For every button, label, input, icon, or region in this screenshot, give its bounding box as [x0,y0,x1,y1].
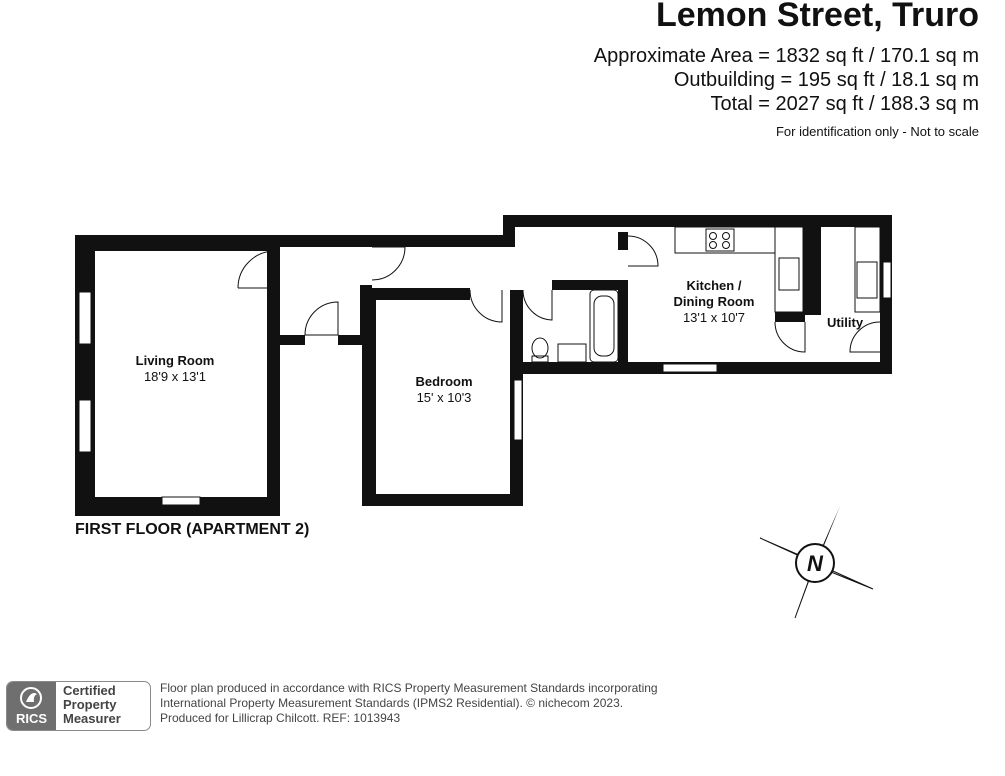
rics-logo-text: RICS [15,711,48,726]
wall [362,288,376,506]
footer-line: Produced for Lillicrap Chilcott. REF: 10… [160,711,401,725]
footer-line: Floor plan produced in accordance with R… [160,681,658,695]
kitchen-counter [674,226,776,254]
window [78,291,92,345]
approximate-area: Approximate Area = 1832 sq ft / 170.1 sq… [593,45,979,67]
wall [75,497,280,516]
kitchen-sink [778,257,800,291]
hob [705,228,735,252]
wall [362,494,523,506]
wall [75,452,95,500]
fixtures [531,226,881,363]
window [161,496,201,506]
windows [78,261,892,506]
wall [618,232,628,250]
hob-ring [709,241,717,249]
room-labels: Living Room 18'9 x 13'1 Bedroom 15' x 10… [136,278,864,405]
wall [75,344,95,400]
door-swing [522,289,553,321]
wall [552,280,628,290]
window [882,261,892,299]
living-room-name: Living Room [136,353,215,368]
floor-label: FIRST FLOOR (APARTMENT 2) [75,521,310,538]
kitchen-size: 13'1 x 10'7 [683,310,745,325]
wall [75,235,280,251]
bay-projections [75,251,95,500]
wash-basin [557,343,587,363]
toilet-cistern [531,355,549,363]
area-summary: Approximate Area = 1832 sq ft / 170.1 sq… [594,44,979,116]
total-area: Total = 2027 sq ft / 188.3 sq m [710,93,980,115]
wall [618,362,892,374]
door-swing [371,246,406,281]
compass-north-label: N [807,551,824,576]
door-swing [237,250,276,289]
rics-logo: RICS [7,682,56,730]
utility-counter [854,226,881,313]
rics-crest-icon [20,687,42,709]
wall [362,288,470,300]
wall [267,235,280,516]
compass-dial [795,543,835,583]
footer-line: International Property Measurement Stand… [160,696,624,710]
wall [618,280,628,374]
wall [275,235,512,247]
kitchen-name-line1: Kitchen / [687,278,742,293]
wall [75,251,95,292]
doors [237,235,881,353]
wall [503,215,892,227]
door-swing [627,235,659,267]
door-swing [849,321,881,353]
hob-ring [722,241,730,249]
wall [803,215,821,315]
scale-disclaimer: For identification only - Not to scale [775,124,979,139]
bedroom-size: 15' x 10'3 [417,390,472,405]
rics-line: Measurer [63,711,121,726]
bedroom-name: Bedroom [415,374,472,389]
hob-ring [709,232,717,240]
door-swing [469,289,503,323]
kitchen-name-line2: Dining Room [674,294,755,309]
rics-line: Certified [63,683,116,698]
rics-badge: RICS Certified Property Measurer [6,681,151,731]
rics-line: Property [63,697,117,712]
bathtub-basin [593,295,615,357]
wall [338,335,368,345]
kitchen-counter [774,226,804,313]
window [662,363,718,373]
bathtub [589,289,619,363]
window [513,379,523,441]
rics-certification: Certified Property Measurer [63,684,121,726]
hob-ring [722,232,730,240]
toilet [531,337,549,359]
property-title: Lemon Street, Truro [655,0,979,34]
door-swing [304,301,339,336]
outbuilding-area: Outbuilding = 195 sq ft / 18.1 sq m [673,69,979,91]
utility-name: Utility [827,315,864,330]
utility-sink [856,261,878,299]
footer-notes: Floor plan produced in accordance with R… [160,681,658,726]
wall [275,335,305,345]
door-swing [774,321,806,353]
wall [775,312,805,322]
wall [512,362,630,374]
compass-rose: N [759,506,874,619]
window [78,399,92,453]
living-room-size: 18'9 x 13'1 [144,369,206,384]
